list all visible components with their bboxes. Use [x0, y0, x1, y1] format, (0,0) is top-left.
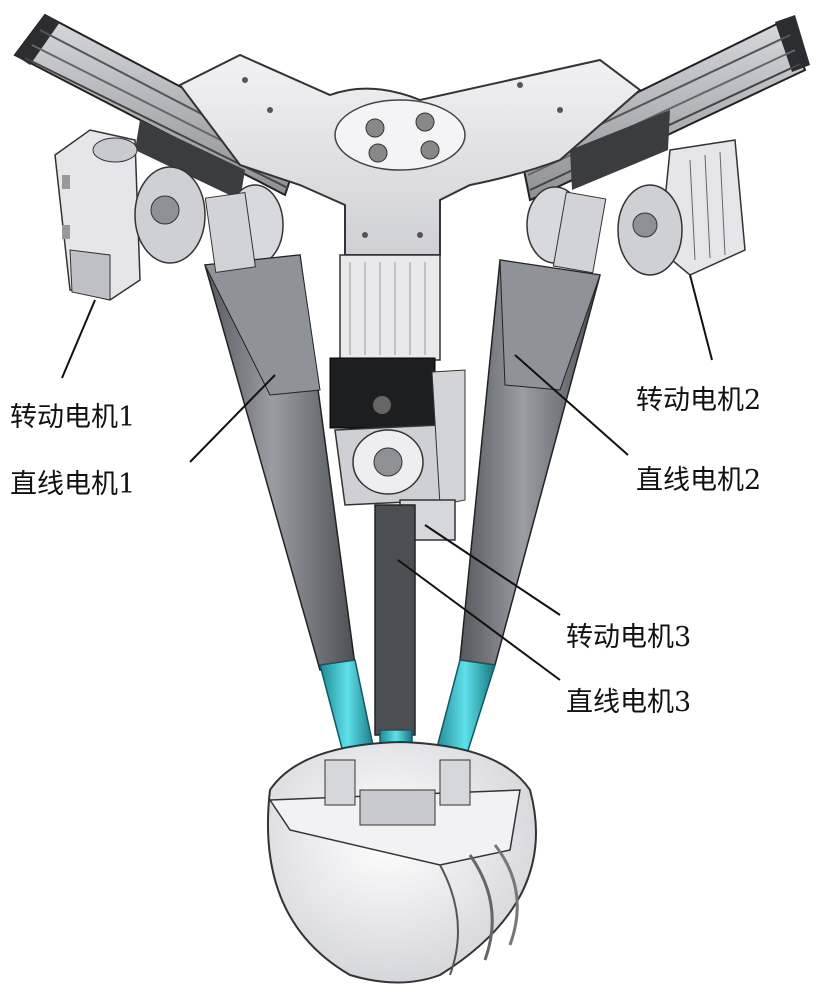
- label-linear-motor-1: 直线电机1: [10, 469, 136, 500]
- leader-rot1: [61, 299, 96, 379]
- label-rotary-motor-1: 转动电机1: [10, 402, 136, 433]
- label-linear-motor-2: 直线电机2: [636, 465, 762, 496]
- linear-motor-2: [434, 191, 607, 761]
- leader-rot3: [424, 524, 561, 616]
- label-rotary-motor-2: 转动电机2: [636, 385, 762, 416]
- leader-lin3: [397, 559, 561, 681]
- leader-lines: [61, 274, 713, 681]
- label-rotary-motor-3: 转动电机3: [566, 622, 692, 653]
- leader-rot2: [689, 274, 713, 361]
- center-motor-stack: [329, 254, 466, 541]
- leader-lin2: [514, 354, 629, 456]
- end-effector: [266, 740, 537, 984]
- label-linear-motor-3: 直线电机3: [566, 687, 692, 718]
- rotary-motor-2: [526, 139, 746, 276]
- linear-motor-1: [204, 191, 376, 761]
- leader-lin1: [189, 374, 276, 463]
- top-plate: [178, 53, 642, 256]
